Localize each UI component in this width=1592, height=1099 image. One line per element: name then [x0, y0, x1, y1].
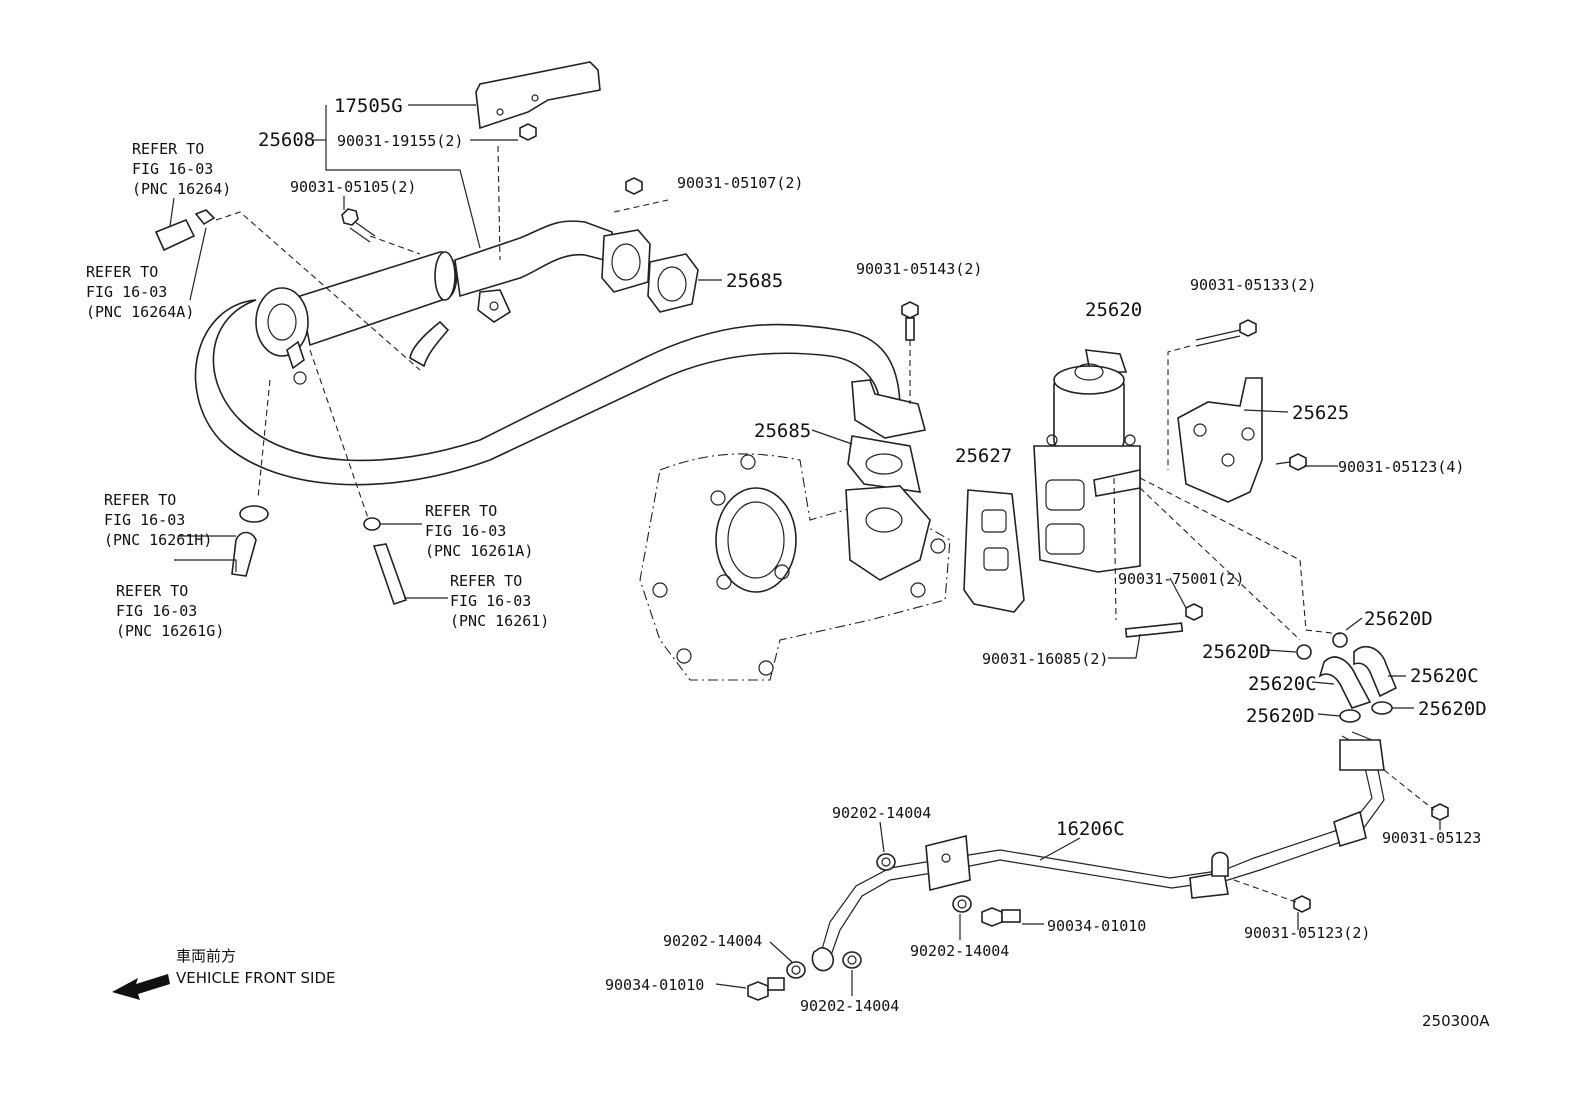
callout-90031-05123: 90031-05123: [1382, 829, 1481, 847]
callout-90202-14004-d: 90202-14004: [800, 997, 899, 1015]
heat-insulator-part: [475, 61, 601, 130]
callout-16206c: 16206C: [1056, 818, 1125, 840]
svg-text:FIG 16-03: FIG 16-03: [86, 283, 167, 301]
hose-part: [154, 218, 196, 252]
callout-90202-14004-b: 90202-14004: [910, 942, 1009, 960]
svg-text:REFER TO: REFER TO: [425, 502, 497, 520]
bolt-icon: [1293, 895, 1311, 913]
hose-part: [1318, 646, 1398, 709]
bolt-icon: [519, 123, 537, 141]
svg-text:(PNC 16261H): (PNC 16261H): [104, 531, 212, 549]
reference-note: REFER TO FIG 16-03 (PNC 16261): [450, 572, 549, 630]
callout-labels: 17505G 25608 90031-19155(2) 90031-05105(…: [258, 95, 1487, 1015]
oil-pipe-part: [811, 731, 1385, 972]
clamp-icon: [239, 505, 269, 523]
bolt-icon: [341, 208, 376, 243]
nut-icon: [1185, 603, 1203, 621]
callout-17505g: 17505G: [334, 95, 403, 117]
gasket-part: [963, 489, 1025, 613]
bolt-icon: [1195, 319, 1257, 347]
washer-icon: [786, 961, 806, 979]
bolt-icon: [1431, 803, 1449, 821]
direction-label-english: VEHICLE FRONT SIDE: [176, 969, 336, 987]
svg-text:(PNC 16261A): (PNC 16261A): [425, 542, 533, 560]
gasket-part: [647, 253, 699, 313]
svg-text:REFER TO: REFER TO: [104, 491, 176, 509]
reference-note: REFER TO FIG 16-03 (PNC 16261G): [116, 582, 224, 640]
callout-25620d-a: 25620D: [1202, 641, 1271, 663]
callout-90202-14004-a: 90202-14004: [832, 804, 931, 822]
bolt-icon: [1275, 453, 1307, 471]
hose-part: [372, 543, 408, 606]
callout-90031-05107: 90031-05107(2): [677, 174, 803, 192]
reference-note: REFER TO FIG 16-03 (PNC 16261H): [104, 491, 212, 549]
assembly-lines: [215, 145, 1435, 903]
svg-text:FIG 16-03: FIG 16-03: [450, 592, 531, 610]
gasket-part: [847, 435, 922, 493]
svg-text:FIG 16-03: FIG 16-03: [104, 511, 185, 529]
svg-text:(PNC 16264): (PNC 16264): [132, 180, 231, 198]
washer-icon: [952, 895, 972, 913]
clamp-icon: [1296, 644, 1312, 660]
callout-25625: 25625: [1292, 402, 1349, 424]
union-bolt-icon: [747, 977, 785, 1001]
reference-note: REFER TO FIG 16-03 (PNC 16264A): [86, 263, 194, 321]
egr-cooler-part: [194, 220, 926, 486]
reference-note: REFER TO FIG 16-03 (PNC 16264): [132, 140, 231, 198]
svg-text:(PNC 16264A): (PNC 16264A): [86, 303, 194, 321]
callout-25620d-c: 25620D: [1246, 705, 1315, 727]
callout-90031-16085: 90031-16085(2): [982, 650, 1108, 668]
washer-icon: [876, 853, 896, 871]
callout-90031-75001: 90031-75001(2): [1118, 570, 1244, 588]
egr-valve-part: [1033, 349, 1141, 573]
callout-25620c-b: 25620C: [1410, 665, 1479, 687]
leader-lines: [169, 104, 1441, 996]
svg-text:REFER TO: REFER TO: [450, 572, 522, 590]
callout-25620: 25620: [1085, 299, 1142, 321]
svg-text:REFER TO: REFER TO: [86, 263, 158, 281]
clamp-icon: [194, 209, 216, 226]
svg-text:REFER TO: REFER TO: [132, 140, 204, 158]
callout-25627: 25627: [955, 445, 1012, 467]
figure-id: 250300A: [1422, 1012, 1490, 1030]
svg-text:FIG 16-03: FIG 16-03: [425, 522, 506, 540]
callout-25685-mid: 25685: [754, 420, 811, 442]
svg-text:(PNC 16261): (PNC 16261): [450, 612, 549, 630]
union-bolt-icon: [981, 907, 1021, 927]
callout-90031-05143: 90031-05143(2): [856, 260, 982, 278]
washer-icon: [842, 951, 862, 969]
reference-note: REFER TO FIG 16-03 (PNC 16261A): [425, 502, 533, 560]
svg-text:REFER TO: REFER TO: [116, 582, 188, 600]
hose-part: [231, 531, 257, 577]
callout-90034-01010-a: 90034-01010: [1047, 917, 1146, 935]
callout-90031-05123-2: 90031-05123(2): [1244, 924, 1370, 942]
svg-text:FIG 16-03: FIG 16-03: [116, 602, 197, 620]
callout-25685-top: 25685: [726, 270, 783, 292]
bolt-icon: [625, 177, 643, 195]
callout-25608: 25608: [258, 129, 315, 151]
bolt-icon: [901, 301, 919, 341]
callout-90202-14004-c: 90202-14004: [663, 932, 762, 950]
direction-indicator: 車両前方 VEHICLE FRONT SIDE: [112, 947, 336, 1000]
direction-label-japanese: 車両前方: [176, 947, 236, 965]
clamp-icon: [1339, 709, 1361, 723]
callout-90031-19155: 90031-19155(2): [337, 132, 463, 150]
clamp-icon: [363, 517, 381, 531]
bracket-part: [1177, 377, 1263, 503]
callout-25620d-d: 25620D: [1418, 698, 1487, 720]
clamp-icon: [1332, 632, 1348, 648]
callout-90034-01010-b: 90034-01010: [605, 976, 704, 994]
clamp-icon: [1371, 701, 1393, 715]
callout-90031-05133: 90031-05133(2): [1190, 276, 1316, 294]
stud-icon: [1124, 622, 1184, 638]
svg-text:FIG 16-03: FIG 16-03: [132, 160, 213, 178]
callout-25620c-a: 25620C: [1248, 673, 1317, 695]
callout-90031-05123-4: 90031-05123(4): [1338, 458, 1464, 476]
manifold-housing-part: [639, 453, 951, 681]
callout-90031-05105: 90031-05105(2): [290, 178, 416, 196]
svg-text:(PNC 16261G): (PNC 16261G): [116, 622, 224, 640]
callout-25620d-b: 25620D: [1364, 608, 1433, 630]
arrow-left-icon: [112, 974, 170, 1000]
